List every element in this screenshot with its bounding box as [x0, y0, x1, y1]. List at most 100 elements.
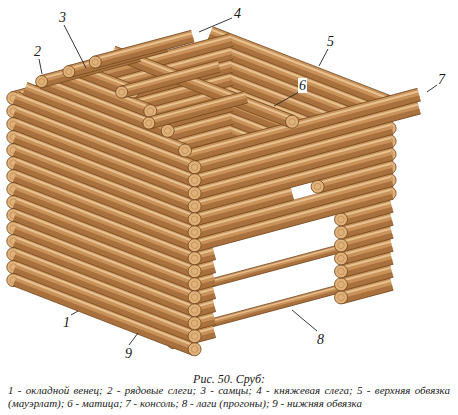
log-highlight — [212, 30, 391, 99]
log-end — [188, 174, 201, 187]
log-ring — [119, 89, 125, 95]
log-ring — [289, 118, 296, 125]
log-edge — [343, 264, 394, 278]
log-end — [311, 180, 324, 193]
callout-label: 1 — [62, 313, 71, 331]
log-end — [36, 76, 48, 88]
log-body — [122, 66, 219, 92]
log-body — [208, 286, 350, 324]
leader-line — [274, 92, 299, 106]
log-end — [188, 200, 201, 213]
log-ring — [338, 281, 345, 288]
log-ring — [338, 294, 345, 301]
log-edge — [75, 76, 131, 98]
log-ring — [191, 164, 198, 171]
log-ring — [191, 177, 198, 184]
log-end — [188, 187, 201, 200]
callout-label: 3 — [58, 8, 67, 26]
log-shade — [150, 100, 248, 126]
log-ring — [338, 255, 345, 262]
log-body — [208, 246, 350, 284]
joist — [207, 242, 351, 288]
log-ring — [191, 242, 198, 249]
log-ring — [338, 268, 345, 275]
log-ring — [164, 128, 171, 135]
log-end — [188, 252, 201, 265]
log-shade — [342, 261, 393, 275]
log-body — [210, 33, 389, 102]
callout-number: 6 — [298, 78, 307, 93]
log-end — [188, 213, 201, 226]
callout-number: 3 — [58, 10, 67, 25]
log-end — [335, 239, 348, 252]
log-edge — [209, 290, 351, 328]
leader-line — [427, 85, 437, 92]
legend-block: 1 - окладной венец; 2 - рядовые слеги; 3… — [8, 384, 450, 410]
log-ring — [39, 79, 45, 85]
log-ring — [191, 268, 198, 275]
log-ring — [191, 203, 198, 210]
right-wall-log — [167, 88, 421, 166]
log-ring — [314, 183, 321, 190]
callout-number: 2 — [33, 44, 42, 59]
log-edge — [120, 60, 217, 86]
log-end — [188, 330, 201, 343]
log-ring — [338, 242, 345, 249]
log-end — [188, 291, 201, 304]
log-edge — [207, 242, 349, 280]
log-ring — [191, 255, 198, 262]
log-highlight — [208, 284, 350, 322]
log-edge — [343, 290, 394, 304]
log-edge — [123, 72, 220, 98]
log-ring — [147, 108, 154, 115]
figure-caption: Рис. 50. Сруб: — [193, 372, 265, 386]
log-shade — [342, 222, 393, 236]
log-end — [335, 213, 348, 226]
log-end — [188, 278, 201, 291]
log-body — [95, 36, 193, 62]
log-end — [161, 124, 174, 137]
callout-label: 4 — [233, 4, 242, 22]
callout-number: 8 — [316, 332, 325, 347]
log-shade — [342, 248, 393, 262]
log-edge — [209, 250, 351, 288]
callout-label: 7 — [437, 70, 446, 88]
log-shade — [209, 248, 351, 286]
log-ring — [191, 229, 198, 236]
log-shade — [96, 39, 194, 65]
log-edge — [343, 251, 394, 265]
log-end — [63, 66, 75, 78]
log-edge — [147, 91, 245, 117]
log-ring — [191, 333, 198, 340]
leader-line — [319, 49, 328, 66]
log-shade — [342, 274, 393, 288]
log-end — [188, 161, 201, 174]
log-ring — [338, 229, 345, 236]
log-ring — [66, 69, 72, 75]
log-highlight — [172, 104, 418, 170]
purlin-log — [143, 91, 248, 129]
callout-label: 8 — [316, 330, 325, 348]
log-ring — [338, 216, 345, 223]
purlin-log — [116, 60, 221, 98]
log-edge — [343, 212, 394, 226]
leader-line — [199, 18, 232, 32]
log-highlight — [208, 244, 350, 282]
ridge-log — [89, 30, 194, 68]
log-end — [179, 144, 192, 157]
log-shade — [209, 288, 351, 326]
callout-label: 9 — [124, 344, 133, 362]
log-edge — [213, 27, 392, 96]
log-body — [173, 108, 419, 174]
log-end — [335, 252, 348, 265]
log-ring — [191, 216, 198, 223]
log-end — [335, 226, 348, 239]
callout-number: 1 — [62, 315, 71, 330]
log-edge — [150, 103, 248, 129]
log-edge — [207, 282, 349, 320]
log-ring — [191, 320, 198, 327]
caption-block: Рис. 50. Сруб: — [0, 369, 458, 387]
log-end — [188, 343, 201, 356]
log-end — [188, 317, 201, 330]
